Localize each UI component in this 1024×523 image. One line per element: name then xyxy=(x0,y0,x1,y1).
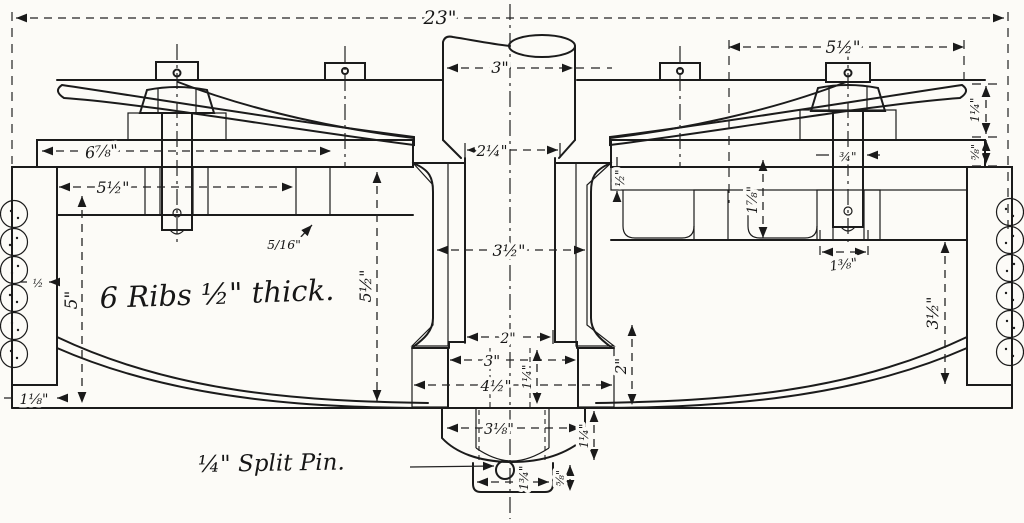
dim-overall-width: 23" xyxy=(423,7,457,29)
rib-row-right xyxy=(610,166,968,241)
right-wall xyxy=(966,166,1013,409)
notes: 6 Ribs ½" thick. ¼" Split Pin. xyxy=(99,273,345,478)
dim-cavity-width: 3" xyxy=(484,352,500,370)
piston-rod xyxy=(442,34,576,159)
piston-rings-right xyxy=(995,197,1024,367)
hub xyxy=(410,157,616,349)
split-pin-hole xyxy=(495,460,515,480)
piston-rings-left xyxy=(0,199,29,369)
dim-nut-height: 1¼" xyxy=(577,424,591,449)
dimension-labels: 23" 5½" 3" 2¼" 6⅞" 5½" 5" 5/16" 5½" 3½" … xyxy=(16,4,985,494)
dim-washer-height: 1¼" xyxy=(520,365,534,390)
cotter-heads xyxy=(155,61,871,83)
dim-plate-thickness-right: ½" xyxy=(613,169,627,186)
dim-rod-neck: 2¼" xyxy=(476,142,508,160)
dim-pocket-depth-right: 1⅞" xyxy=(745,186,761,214)
dim-rod-end-width: 2" xyxy=(499,331,515,347)
dim-fillet-radius: 5/16" xyxy=(267,237,301,252)
nut-boss xyxy=(411,347,615,408)
dimension-lines xyxy=(4,13,1004,491)
dim-cap-height: ⅝" xyxy=(553,470,567,486)
dim-ring-height-far-right: ⅝" xyxy=(968,144,982,160)
dim-bolt-diameter: ¾" xyxy=(839,150,856,164)
dim-interior-height-center: 5½" xyxy=(356,269,375,302)
dim-rod-diameter: 3" xyxy=(491,58,509,77)
dim-wall-thickness-left: 1⅛" xyxy=(20,392,49,408)
dished-plate-left xyxy=(57,81,415,147)
centerlines xyxy=(176,4,849,519)
ribs-note: 6 Ribs ½" thick. xyxy=(99,273,335,315)
dim-interior-height-left: 5" xyxy=(62,291,82,310)
dim-boss-width: 4½" xyxy=(480,377,512,395)
dim-nut-width: 3⅛" xyxy=(484,422,514,438)
rib-row-left xyxy=(56,166,414,216)
underside-curves xyxy=(56,336,968,409)
dim-flange-width-left: 6⅞" xyxy=(84,141,119,163)
dim-window-width-left: 5½" xyxy=(96,178,129,197)
dim-rim-height-far-right: 1¼" xyxy=(968,98,982,123)
extension-lines xyxy=(11,12,1009,235)
dim-boss-height: 2" xyxy=(612,358,630,375)
dim-bolt-boss-width: 1⅜" xyxy=(829,255,859,274)
dished-plate-right xyxy=(609,81,967,147)
split-pin-leader xyxy=(409,461,495,471)
dim-ring-section-width: ½ xyxy=(33,277,44,290)
dim-bolt-spacing-right: 5½" xyxy=(825,38,860,58)
dim-interior-height-right: 3½" xyxy=(923,296,942,329)
split-pin-note: ¼" Split Pin. xyxy=(198,449,345,478)
dim-cap-width: 1¾" xyxy=(517,466,531,491)
dim-hub-diameter: 3½" xyxy=(492,241,525,260)
